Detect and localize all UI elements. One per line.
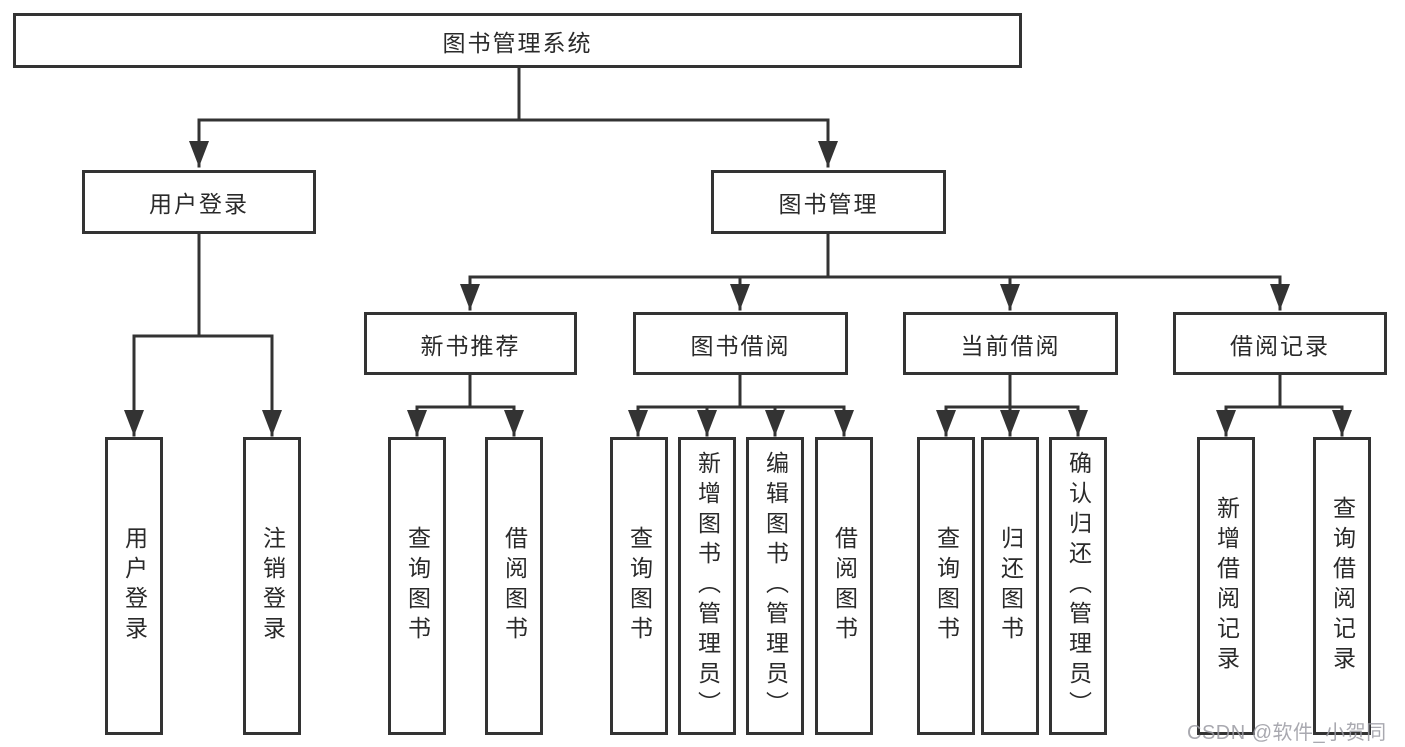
- leaf-user-login: 用户登录: [105, 437, 163, 735]
- leaf-label: 查询图书: [933, 526, 960, 646]
- leaf-query-borrow-record: 查询借阅记录: [1313, 437, 1371, 735]
- leaf-return-book: 归还图书: [981, 437, 1039, 735]
- leaf-confirm-return-admin: 确认归还（管理员）: [1049, 437, 1107, 735]
- leaf-query-book: 查询图书: [388, 437, 446, 735]
- leaf-query-book: 查询图书: [610, 437, 668, 735]
- leaf-borrow-book: 借阅图书: [485, 437, 543, 735]
- leaf-label: 注销登录: [259, 526, 286, 646]
- node-new-book-recommend: 新书推荐: [364, 312, 577, 375]
- node-borrow-record: 借阅记录: [1173, 312, 1387, 375]
- leaf-label: 用户登录: [121, 526, 148, 646]
- node-label: 图书借阅: [690, 332, 791, 359]
- leaf-add-book-admin: 新增图书（管理员）: [678, 437, 736, 735]
- leaf-label: 借阅图书: [501, 526, 528, 646]
- leaf-add-borrow-record: 新增借阅记录: [1197, 437, 1255, 735]
- leaf-label: 编辑图书（管理员）: [762, 451, 789, 721]
- node-label: 图书管理: [778, 191, 879, 217]
- leaf-label: 查询借阅记录: [1329, 496, 1356, 676]
- node-label: 用户登录: [149, 191, 249, 217]
- node-user-login: 用户登录: [82, 170, 316, 234]
- csdn-watermark: CSDN @软件_小贺同学: [1187, 722, 1387, 744]
- leaf-label: 归还图书: [997, 526, 1024, 646]
- node-library-management-system: 图书管理系统: [13, 13, 1022, 68]
- node-label: 新书推荐: [420, 332, 521, 359]
- node-book-borrow: 图书借阅: [633, 312, 848, 375]
- leaf-label: 借阅图书: [831, 526, 858, 646]
- leaf-label: 查询图书: [626, 526, 653, 646]
- node-current-borrow: 当前借阅: [903, 312, 1118, 375]
- node-label: 借阅记录: [1230, 332, 1330, 359]
- leaf-label: 新增借阅记录: [1213, 496, 1240, 676]
- leaf-label: 查询图书: [404, 526, 431, 646]
- leaf-label: 新增图书（管理员）: [694, 451, 721, 721]
- leaf-edit-book-admin: 编辑图书（管理员）: [746, 437, 804, 735]
- node-label: 图书管理系统: [442, 29, 593, 56]
- leaf-query-book: 查询图书: [917, 437, 975, 735]
- leaf-label: 确认归还（管理员）: [1065, 451, 1092, 721]
- leaf-logout: 注销登录: [243, 437, 301, 735]
- node-book-management: 图书管理: [711, 170, 946, 234]
- node-label: 当前借阅: [960, 332, 1061, 359]
- leaf-borrow-book: 借阅图书: [815, 437, 873, 735]
